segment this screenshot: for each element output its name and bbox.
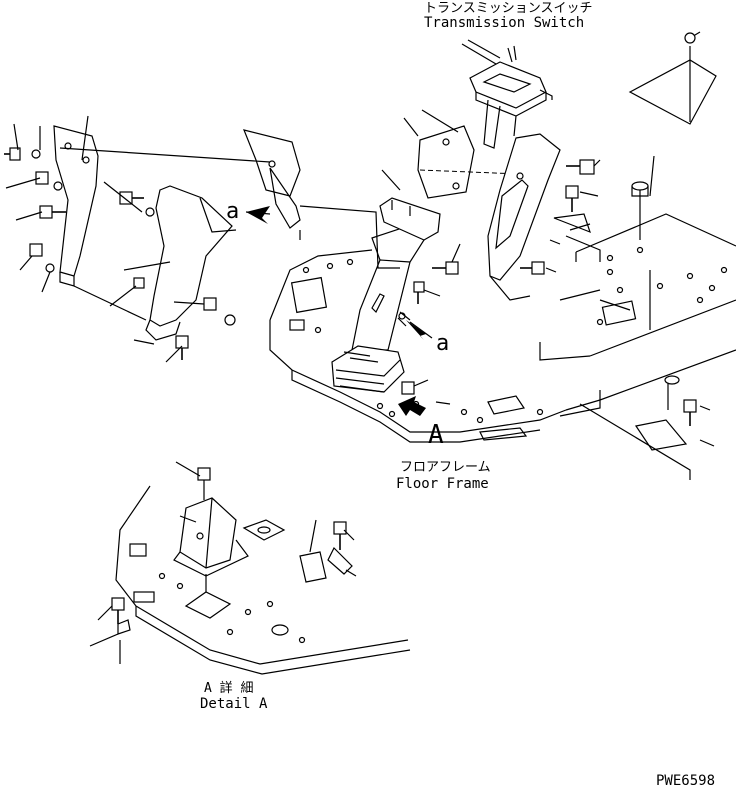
left-cover-assembly (53, 125, 400, 341)
marker-a-center: a (436, 331, 449, 356)
detail-a-label-en: Detail A (200, 696, 268, 712)
transmission-switch (461, 39, 553, 149)
floor-plate-right (539, 31, 736, 361)
floor-frame-label-en: Floor Frame (396, 476, 489, 492)
marker-A-view: A (428, 420, 444, 450)
detail-a-label-jp: A 詳 細 (204, 680, 253, 696)
floor-frame-label-jp: フロアフレーム (400, 460, 491, 475)
drawing-number: PWE6598 (656, 773, 715, 789)
view-arrows (245, 206, 451, 416)
center-right-bolts (401, 159, 715, 447)
left-bolts-washers (4, 115, 236, 363)
transmission-switch-label-en: Transmission Switch (424, 15, 584, 31)
detail-a-view (89, 461, 411, 675)
floor-frame-center (269, 249, 736, 480)
transmission-switch-label-jp: トランスミッションスイッチ (424, 1, 592, 16)
console-tower (331, 197, 441, 393)
center-covers (381, 109, 561, 301)
marker-a-upper-left: a (226, 199, 239, 224)
